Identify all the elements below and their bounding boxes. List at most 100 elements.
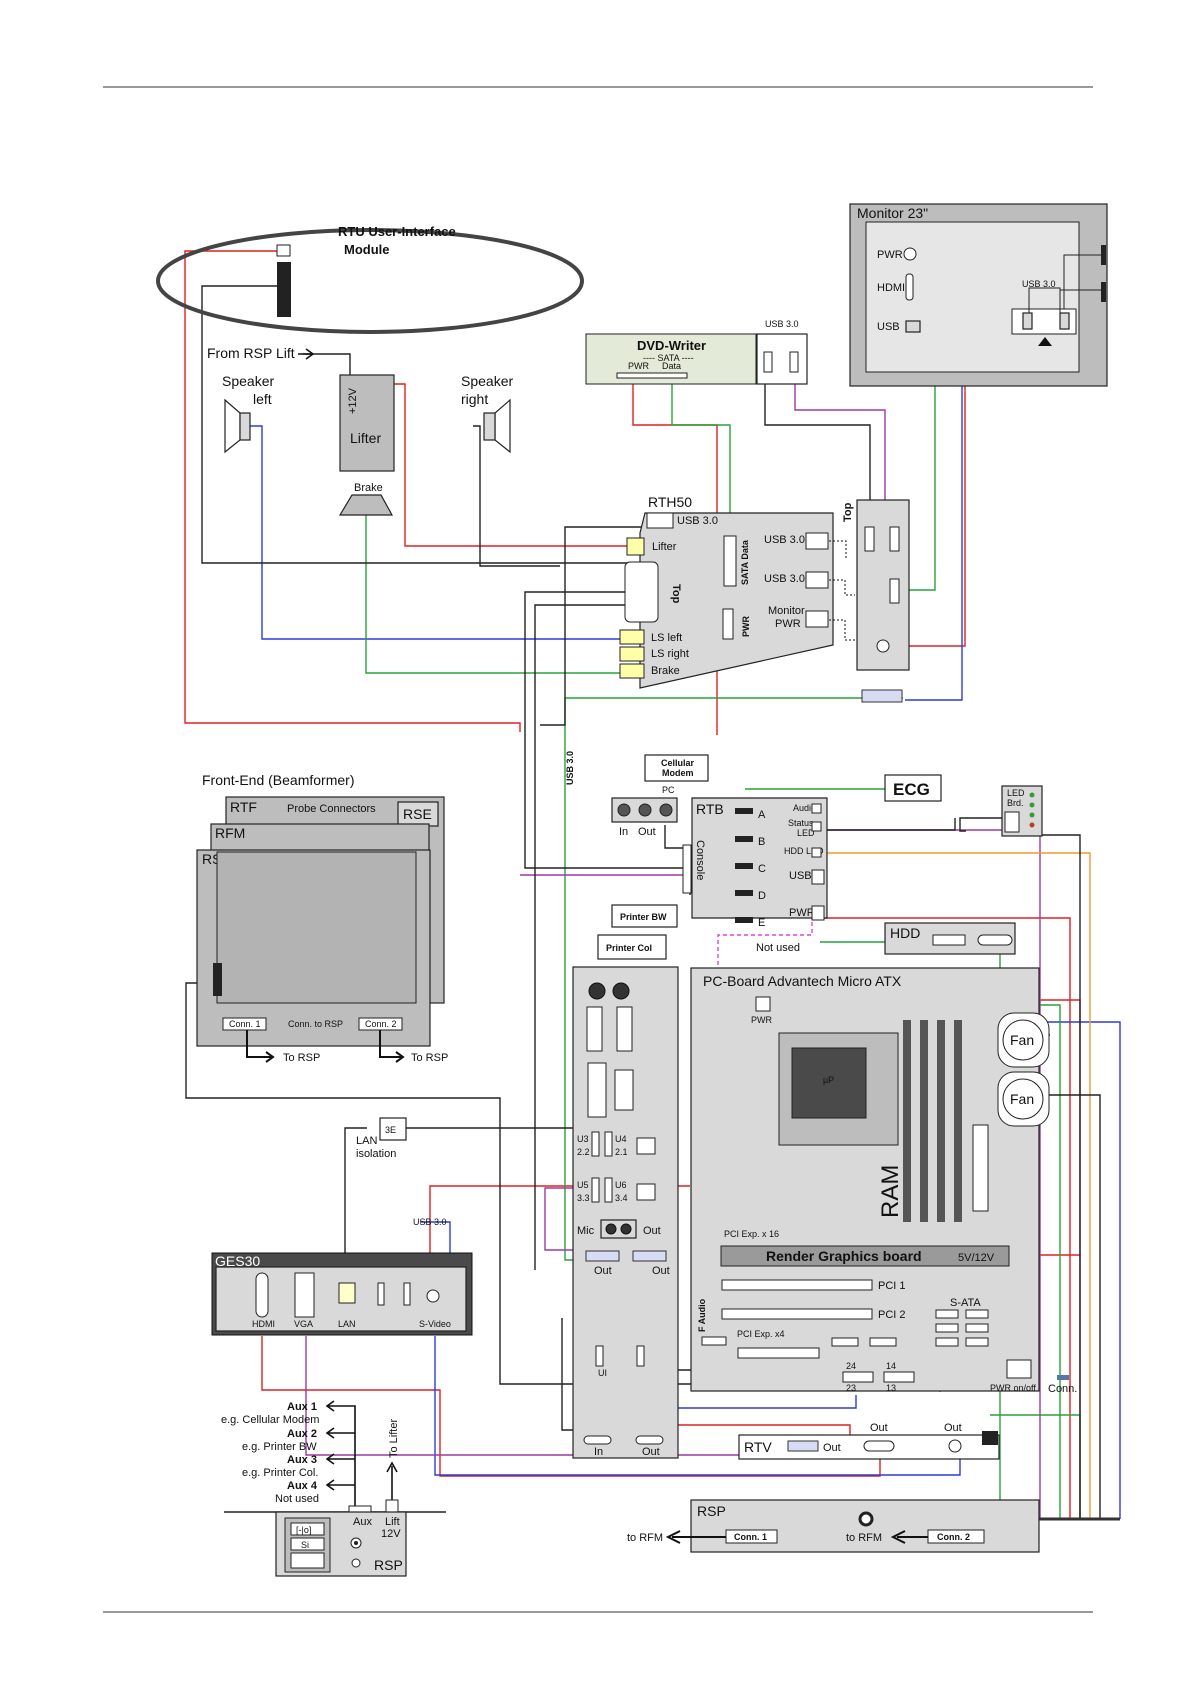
svg-text:B: B (758, 836, 765, 848)
svg-text:Conn. 1: Conn. 1 (229, 1019, 261, 1029)
svg-text:PCI Exp. x 16: PCI Exp. x 16 (724, 1229, 779, 1239)
not-used-label: Not used (756, 942, 800, 954)
rfm-label: RFM (215, 825, 245, 841)
svg-text:HDD: HDD (890, 925, 920, 941)
to-rsp-2: To RSP (411, 1052, 448, 1064)
svg-text:HDMI: HDMI (252, 1319, 275, 1329)
svg-text:Out: Out (652, 1265, 670, 1277)
rth50-usb-a: USB 3.0 (764, 534, 805, 546)
frontend-title: Front-End (Beamformer) (202, 772, 354, 788)
printer-bw-box (611, 904, 678, 928)
rth50-usb: USB 3.0 (677, 515, 718, 527)
svg-text:U6: U6 (615, 1180, 627, 1190)
svg-text:Aux 3: Aux 3 (287, 1454, 317, 1466)
svg-text:Not used: Not used (275, 1493, 319, 1505)
ges30-board: GES30 HDMI VGA LAN S-Video (211, 1252, 473, 1336)
svg-text:S-Video: S-Video (419, 1319, 451, 1329)
svg-text:PCI Exp. x4: PCI Exp. x4 (737, 1329, 785, 1339)
speaker-left: Speaker left (222, 373, 274, 454)
svg-text:Fan: Fan (1010, 1091, 1034, 1107)
rth50-pwr-conn (722, 608, 734, 640)
rth50-sata: SATA Data (740, 539, 750, 585)
svg-text:Aux 1: Aux 1 (287, 1401, 317, 1413)
svg-text:12V: 12V (381, 1528, 401, 1540)
rtu-ellipse (156, 228, 584, 334)
rth50-ls-left: LS left (651, 632, 682, 644)
svg-text:Mic: Mic (577, 1225, 595, 1237)
ram-slot-1 (903, 1020, 911, 1222)
lifter-unit: +12V Lifter Brake (338, 374, 395, 516)
rtu-small-connector (276, 244, 291, 257)
svg-text:U3: U3 (577, 1134, 589, 1144)
pc-audio-jacks: PC In Out (611, 785, 678, 838)
dvd-pwr: PWR (628, 361, 649, 371)
ecg-box (884, 774, 942, 802)
aux-section: Aux 1 e.g. Cellular Modem Aux 2 e.g. Pri… (221, 1400, 446, 1577)
svg-text:Conn. 2: Conn. 2 (365, 1019, 397, 1029)
lifter-box (339, 374, 395, 472)
svg-text:HDD LED: HDD LED (784, 846, 824, 856)
svg-text:to RFM: to RFM (846, 1532, 882, 1544)
rtv-board: RTV Out Out Out (738, 1422, 1000, 1460)
speaker-right: Speaker right (461, 373, 513, 454)
render-graphics-board (720, 1245, 1010, 1267)
svg-text:13: 13 (886, 1383, 896, 1393)
svg-text:3.4: 3.4 (615, 1193, 628, 1203)
dvd-usb-port-2 (789, 351, 799, 373)
svg-text:PC: PC (662, 785, 675, 795)
fan-1: Fan (997, 1012, 1050, 1068)
svg-text:Out: Out (638, 826, 656, 838)
rsp-board: RSP Conn. 1 Conn. 2 to RFM to RFM (627, 1499, 1040, 1553)
svg-text:µP: µP (823, 1075, 834, 1085)
printer-bw-label: Printer BW (620, 912, 667, 922)
svg-text:PCI 2: PCI 2 (878, 1309, 906, 1321)
svg-text:Lift: Lift (385, 1516, 400, 1528)
svg-text:to RFM: to RFM (627, 1532, 663, 1544)
svg-text:Aux: Aux (353, 1516, 372, 1528)
rse-label: RSE (403, 806, 432, 822)
from-rsp-lift-label: From RSP Lift (207, 345, 295, 361)
monitor-23: Monitor 23" PWR HDMI USB USB 3.0 (849, 203, 1108, 387)
lifter-voltage: +12V (347, 387, 359, 414)
hub-top: Top (842, 502, 854, 522)
probe-connectors: Probe Connectors (287, 803, 376, 815)
rth50-title: RTH50 (648, 494, 692, 510)
svg-text:Out: Out (642, 1446, 660, 1458)
svg-text:S-ATA: S-ATA (950, 1297, 981, 1309)
rth50-brake: Brake (651, 665, 680, 677)
svg-text:5V/12V: 5V/12V (958, 1252, 995, 1264)
svg-text:Out: Out (823, 1442, 841, 1454)
rth50-lifter-conn (626, 537, 645, 556)
rsx-conn1 (222, 1017, 267, 1031)
fan-2: Fan (997, 1071, 1050, 1127)
svg-text:RSP: RSP (697, 1503, 726, 1519)
svg-text:14: 14 (886, 1361, 896, 1371)
svg-text:PWR: PWR (751, 1015, 772, 1025)
monitor-hdmi-port (905, 273, 914, 301)
svg-text:Audio: Audio (793, 803, 816, 813)
rth50-top: Top (670, 584, 682, 604)
rth50-pwr: PWR (741, 616, 751, 637)
rth50-lifter: Lifter (652, 541, 677, 553)
brake-shape (338, 494, 394, 516)
front-end-beamformer: Front-End (Beamformer) RTF Probe Connect… (196, 772, 448, 1064)
monitor-usb: USB (877, 321, 900, 333)
svg-text:VGA: VGA (294, 1319, 313, 1329)
atx-power-connector (972, 1124, 989, 1212)
svg-text:e.g. Cellular Modem: e.g. Cellular Modem (221, 1414, 319, 1426)
svg-text:Aux 2: Aux 2 (287, 1428, 317, 1440)
rtb-label: RTB (696, 801, 724, 817)
monitor-usb30: USB 3.0 (1022, 279, 1056, 289)
dvi-out-1 (585, 1250, 620, 1262)
speaker-right-icon (494, 398, 511, 454)
svg-text:U4: U4 (615, 1134, 627, 1144)
speaker-left-label: Speaker (222, 373, 274, 389)
rse-box (397, 801, 439, 827)
ram-slot-3 (937, 1020, 945, 1222)
usb30-ges-label: USB 3.0 (413, 1217, 447, 1227)
svg-text:23: 23 (846, 1383, 856, 1393)
svg-text:Out: Out (870, 1422, 888, 1434)
svg-text:RTV: RTV (744, 1439, 772, 1455)
ram-slot-4 (954, 1020, 962, 1222)
